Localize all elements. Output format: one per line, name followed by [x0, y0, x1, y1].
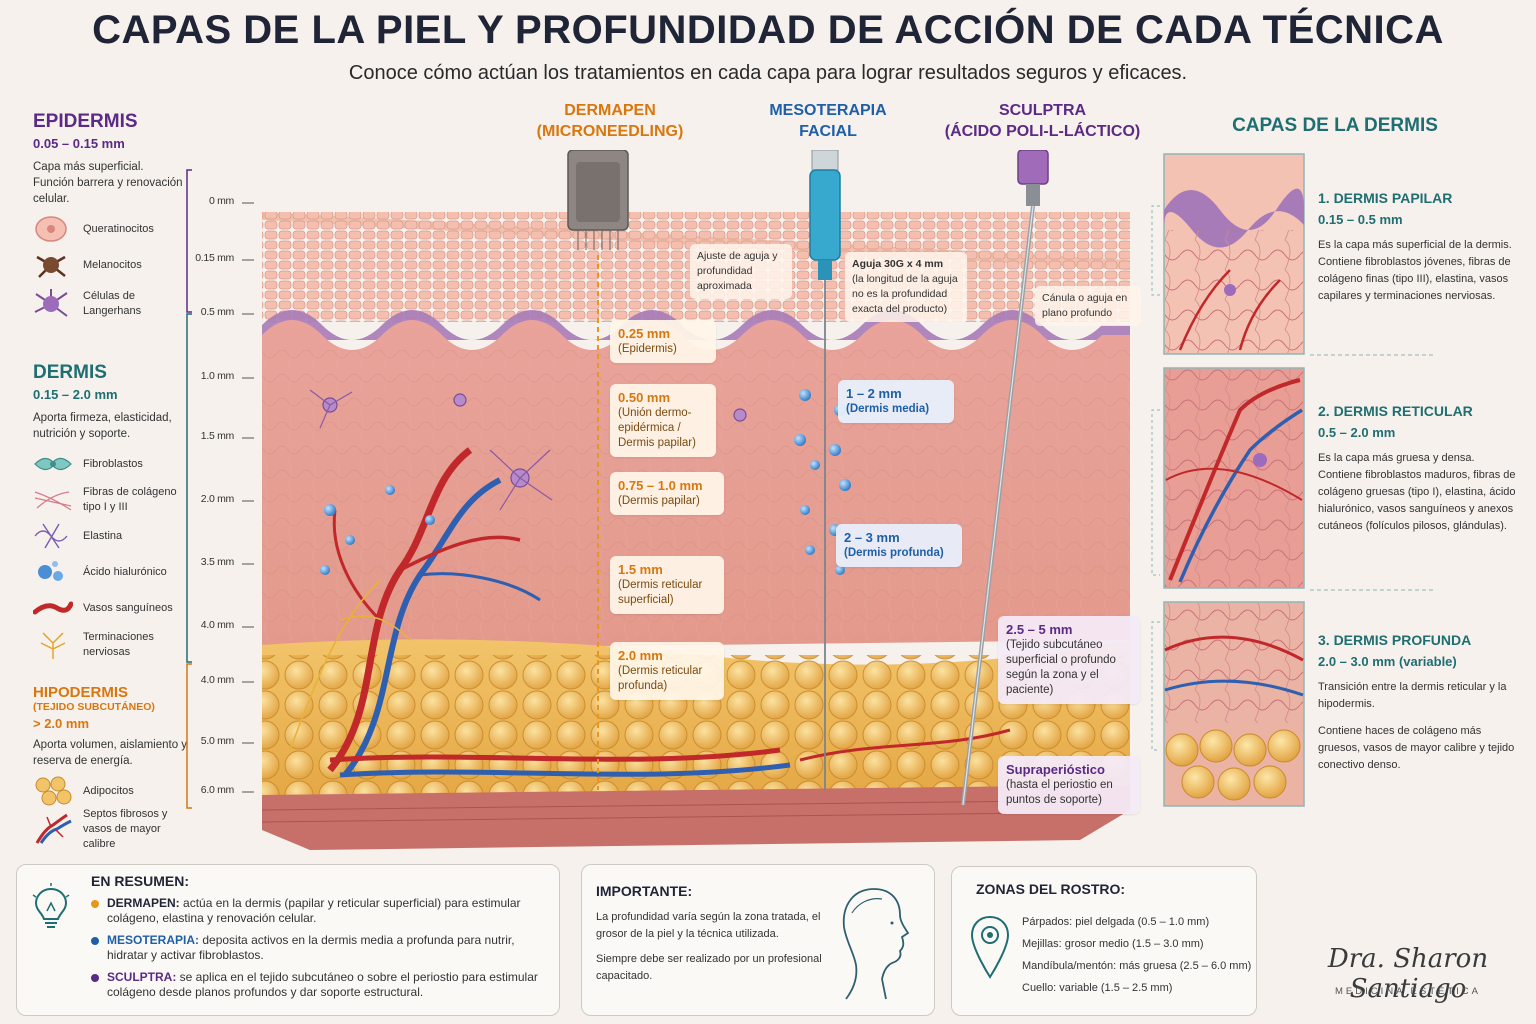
dermis-title: DERMIS — [33, 362, 107, 383]
reticular-dermis-info: 2. DERMIS RETICULAR 0.5 – 2.0 mm Es la c… — [1318, 403, 1516, 532]
brand-tagline: MEDICINA ESTÉTICA — [1334, 986, 1481, 997]
depth-ruler — [186, 169, 254, 809]
dermapen-depth-callout: 1.5 mm (Dermis reticular superficial) — [610, 556, 724, 614]
dermapen-note: Ajuste de aguja y profundidad aproximada — [690, 244, 792, 299]
hipodermis-range: > 2.0 mm — [33, 716, 90, 731]
hipodermis-title: HIPODERMIS — [33, 684, 129, 701]
papillary-dermis-panel — [1163, 153, 1305, 355]
fibroblast-icon — [34, 457, 72, 471]
fibrous-septa-icon — [35, 813, 72, 844]
dermis-desc: Aporta firmeza, elasticidad, nutrición y… — [33, 412, 172, 440]
hipodermis-subtitle: (TEJIDO SUBCUTÁNEO) — [33, 701, 155, 713]
ruler-tick: 1.5 mm — [200, 430, 235, 442]
summary-item: DERMAPEN: actúa en la dermis (papilar y … — [91, 896, 551, 926]
elastin-icon — [34, 523, 68, 549]
sculptra-depth-callout: Supraperióstico (hasta el periostio en p… — [998, 756, 1140, 814]
sculptra-depth-callout: 2.5 – 5 mm (Tejido subcutáneo superficia… — [998, 616, 1140, 704]
legend-item: Septos fibrosos y vasos de mayor calibre — [33, 808, 193, 850]
dermis-layer-dividers — [1310, 354, 1436, 591]
legend-dermis: DERMIS 0.15 – 2.0 mm Aporta firmeza, ela… — [33, 362, 183, 664]
deep-dermis-panel — [1163, 601, 1305, 807]
ruler-tick: 0.5 mm — [200, 306, 235, 318]
mesoterapia-note: Aguja 30G x 4 mm (la longitud de la aguj… — [845, 252, 967, 322]
sculptra-cannula-icon — [961, 150, 1049, 806]
legend-epidermis: EPIDERMIS 0.05 – 0.15 mm Capa más superf… — [33, 111, 183, 325]
hyaluronic-acid-icon — [38, 561, 63, 581]
summary-item: MESOTERAPIA: deposita activos en la derm… — [91, 933, 551, 963]
summary-title: EN RESUMEN: — [91, 873, 190, 889]
ruler-tick: 1.0 mm — [200, 370, 235, 382]
adipocyte-icon — [35, 776, 72, 806]
ruler-tick: 2.0 mm — [200, 493, 235, 505]
mesotherapy-needle-icon — [809, 150, 841, 790]
dermapen-depth-callout: 0.75 – 1.0 mm (Dermis papilar) — [610, 472, 724, 515]
sculptra-note: Cánula o aguja en plano profundo — [1035, 286, 1141, 326]
legend-item: Queratinocitos — [33, 211, 183, 247]
zones-card: ZONAS DEL ROSTRO: Párpados: piel delgada… — [951, 866, 1257, 1016]
legend-item: Adipocitos — [33, 773, 193, 809]
ruler-tick: 6.0 mm — [200, 784, 235, 796]
important-text: La profundidad varía según la zona trata… — [596, 911, 821, 940]
page-subtitle: Conoce cómo actúan los tratamientos en c… — [348, 62, 1188, 84]
mesoterapia-header: MESOTERAPIA FACIAL — [769, 102, 887, 140]
ruler-tick: 3.5 mm — [200, 556, 235, 568]
zone-item: Mejillas: grosor medio (1.5 – 3.0 mm) — [1022, 938, 1204, 950]
reticular-dermis-panel — [1163, 367, 1305, 589]
legend-hipodermis: HIPODERMIS (TEJIDO SUBCUTÁNEO) > 2.0 mm … — [33, 684, 193, 850]
dermapen-depth-callout: 0.25 mm (Epidermis) — [610, 320, 716, 363]
dermis-range: 0.15 – 2.0 mm — [33, 387, 118, 402]
dermapen-depth-callout: 2.0 mm (Dermis reticular profunda) — [610, 642, 724, 700]
epidermis-desc: Capa más superficial. Función barrera y … — [33, 161, 183, 205]
legend-item: Terminaciones nerviosas — [33, 626, 183, 664]
lightbulb-icon — [32, 883, 70, 928]
zone-item: Cuello: variable (1.5 – 2.5 mm) — [1022, 982, 1173, 994]
ruler-tick: 4.0 mm — [200, 619, 235, 631]
legend-item: Fibroblastos — [33, 446, 183, 482]
ruler-tick: 5.0 mm — [200, 735, 235, 747]
papillary-dermis-info: 1. DERMIS PAPILAR 0.15 – 0.5 mm Es la ca… — [1318, 190, 1512, 302]
legend-item: Elastina — [33, 518, 183, 554]
brand-signature: Dra. Sharon Santiago — [1327, 944, 1489, 1004]
mesoterapia-depth-callout: 2 – 3 mm (Dermis profunda) — [836, 524, 962, 567]
dermis-layers-illustrations — [1151, 153, 1305, 807]
dermis-layers-title: CAPAS DE LA DERMIS — [1232, 115, 1438, 136]
summary-item: SCULPTRA: se aplica en el tejido subcutá… — [91, 970, 551, 1000]
legend-item: Células de Langerhans — [33, 283, 183, 325]
nerve-ending-icon — [40, 632, 66, 659]
melanocyte-icon — [36, 255, 66, 278]
mesoterapia-depth-callout: 1 – 2 mm (Dermis media) — [838, 380, 954, 423]
collagen-fiber-icon — [34, 491, 72, 511]
important-text: Siempre debe ser realizado por un profes… — [596, 953, 822, 982]
summary-card: EN RESUMEN: DERMAPEN: actúa en la dermis… — [16, 864, 560, 1016]
legend-item: Fibras de colágeno tipo I y III — [33, 482, 183, 518]
zone-item: Mandíbula/mentón: más gruesa (2.5 – 6.0 … — [1022, 960, 1252, 972]
zone-item: Párpados: piel delgada (0.5 – 1.0 mm) — [1022, 916, 1210, 928]
dermapen-depth-callout: 0.50 mm (Unión dermo-epidérmica / Dermis… — [610, 384, 716, 457]
dermapen-device-icon — [567, 150, 629, 790]
zones-title: ZONAS DEL ROSTRO: — [976, 881, 1126, 897]
ruler-tick: 0 mm — [208, 195, 234, 207]
keratinocyte-icon — [35, 216, 67, 242]
epidermis-title: EPIDERMIS — [33, 111, 138, 132]
page-title: CAPAS DE LA PIEL Y PROFUNDIDAD DE ACCIÓN… — [92, 8, 1444, 52]
epidermis-range: 0.05 – 0.15 mm — [33, 136, 125, 151]
legend-item: Ácido hialurónico — [33, 554, 183, 590]
deep-dermis-info: 3. DERMIS PROFUNDA 2.0 – 3.0 mm (variabl… — [1318, 632, 1515, 771]
dermapen-header: DERMAPEN (MICRONEEDLING) — [536, 102, 684, 140]
legend-item: Melanocitos — [33, 247, 183, 283]
location-pin-icon — [970, 915, 1010, 979]
ruler-tick: 0.15 mm — [195, 252, 234, 264]
ruler-tick: 4.0 mm — [200, 674, 235, 686]
blood-vessel-icon — [33, 601, 73, 615]
important-title: IMPORTANTE: — [596, 883, 693, 899]
langerhans-icon — [34, 289, 68, 317]
important-card: IMPORTANTE: La profundidad varía según l… — [581, 864, 935, 1016]
hipodermis-desc: Aporta volumen, aislamiento y reserva de… — [33, 739, 188, 767]
sculptra-header: SCULPTRA (ÁCIDO POLI-L-LÁCTICO) — [944, 102, 1141, 140]
face-profile-icon — [842, 888, 910, 1000]
legend-item: Vasos sanguíneos — [33, 590, 183, 626]
